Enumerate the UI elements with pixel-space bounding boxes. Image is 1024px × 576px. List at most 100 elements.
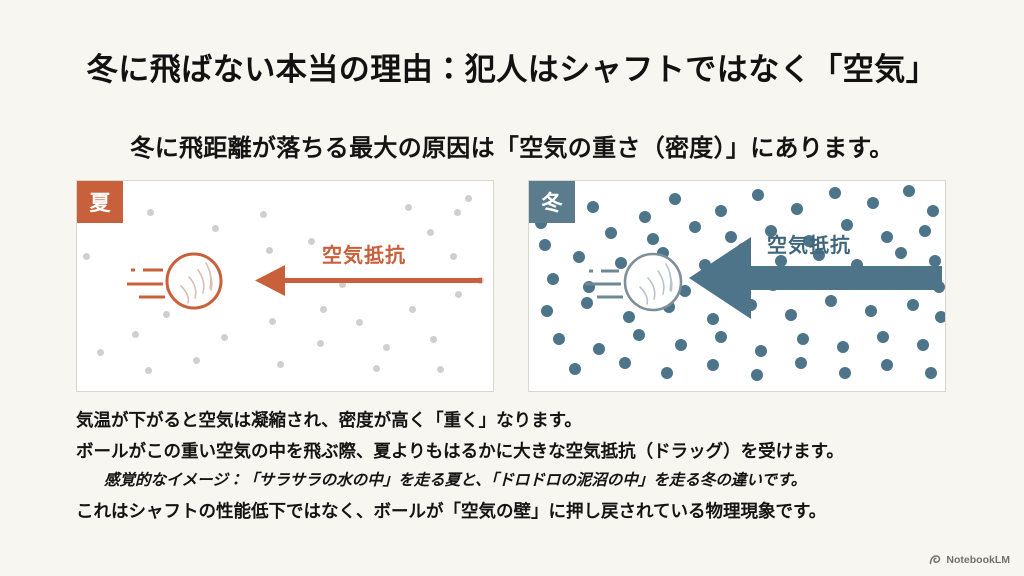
air-particle xyxy=(829,187,841,199)
winter-badge: 冬 xyxy=(529,181,575,223)
air-particle xyxy=(775,255,787,267)
air-particle xyxy=(867,197,879,209)
air-particle xyxy=(795,357,807,369)
air-particle xyxy=(539,239,551,251)
air-particle xyxy=(715,331,727,343)
air-particle xyxy=(541,305,553,317)
page-title: 冬に飛ばない本当の理由：犯人はシャフトではなく「空気」 xyxy=(86,52,938,87)
air-particle xyxy=(132,331,139,338)
air-particle xyxy=(925,367,937,379)
air-particle xyxy=(669,193,681,205)
air-particle xyxy=(639,211,651,223)
air-particle xyxy=(935,311,945,323)
winter-speed-lines xyxy=(585,269,623,299)
air-particle xyxy=(427,229,434,236)
air-particle xyxy=(661,367,673,379)
air-particle xyxy=(689,221,701,233)
air-particle xyxy=(221,334,228,341)
air-particle xyxy=(356,319,363,326)
air-particle xyxy=(751,369,763,381)
air-particle xyxy=(707,359,719,371)
air-particle xyxy=(437,366,444,373)
summer-golf-ball xyxy=(165,252,223,310)
air-particle xyxy=(573,251,585,263)
air-particle xyxy=(825,295,837,307)
air-particle xyxy=(647,233,659,245)
air-particle xyxy=(725,231,737,243)
air-particle xyxy=(877,331,889,343)
air-particle xyxy=(193,357,200,364)
air-particle xyxy=(785,309,797,321)
summer-badge: 夏 xyxy=(77,181,123,223)
air-particle xyxy=(317,340,324,347)
air-particle xyxy=(797,333,809,345)
winter-panel: 冬 空気抵抗 xyxy=(528,180,946,392)
air-particle xyxy=(308,238,315,245)
air-particle xyxy=(841,219,853,231)
air-particle xyxy=(145,367,152,374)
air-particle xyxy=(320,306,327,313)
body-line-2: ボールがこの重い空気の中を飛ぶ際、夏よりもはるかに大きな空気抵抗（ドラッグ）を受… xyxy=(76,440,844,461)
air-particle xyxy=(927,205,939,217)
summer-air-particles xyxy=(77,181,493,391)
air-particle xyxy=(277,361,284,368)
summer-badge-label: 夏 xyxy=(89,192,111,215)
air-particle xyxy=(715,205,727,217)
air-particle xyxy=(837,341,849,353)
air-particle xyxy=(553,333,565,345)
air-particle xyxy=(547,273,559,285)
air-particle xyxy=(895,247,907,259)
winter-golf-ball xyxy=(623,252,683,312)
air-particle xyxy=(587,201,599,213)
air-particle xyxy=(373,365,380,372)
air-particle xyxy=(865,305,877,317)
air-particle xyxy=(405,204,412,211)
air-particle xyxy=(569,363,581,375)
air-particle xyxy=(615,257,627,269)
air-particle xyxy=(791,203,803,215)
body-line-4: これはシャフトの性能低下ではなく、ボールが「空気の壁」に押し戻されている物理現象… xyxy=(76,500,827,521)
air-particle xyxy=(455,291,462,298)
air-particle xyxy=(163,311,170,318)
air-particle xyxy=(919,225,931,237)
air-particle xyxy=(83,253,90,260)
air-particle xyxy=(409,306,416,313)
air-particle xyxy=(633,329,645,341)
air-particle xyxy=(454,209,461,216)
winter-diagram-art xyxy=(585,237,942,319)
air-particle xyxy=(917,339,929,351)
summer-drag-arrow xyxy=(255,265,482,296)
summer-drag-label: 空気抵抗 xyxy=(322,245,406,267)
body-line-1: 気温が下がると空気は凝縮され、密度が高く「重く」なります。 xyxy=(76,410,582,430)
air-particle xyxy=(465,195,472,202)
air-particle xyxy=(623,311,635,323)
winter-badge-label: 冬 xyxy=(541,192,563,215)
air-particle xyxy=(339,281,346,288)
air-particle xyxy=(765,225,777,237)
air-particle xyxy=(907,299,919,311)
body-line-3: 感覚的なイメージ：「サラサラの水の中」を走る夏と、「ドロドロの泥沼の中」を走る冬… xyxy=(104,472,807,489)
summer-speed-lines xyxy=(127,268,165,299)
air-particle xyxy=(679,285,691,297)
air-particle xyxy=(755,345,767,357)
winter-drag-arrow xyxy=(689,237,942,319)
air-particle xyxy=(605,227,617,239)
notebooklm-label: NotebookLM xyxy=(946,554,1010,566)
air-particle xyxy=(881,231,893,243)
air-particle xyxy=(581,297,593,309)
air-particle xyxy=(266,247,273,254)
air-particle xyxy=(97,349,104,356)
air-particle xyxy=(260,211,267,218)
summer-diagram-art xyxy=(127,252,482,310)
air-particle xyxy=(813,249,825,261)
page-subtitle: 冬に飛距離が落ちる最大の原因は「空気の重さ（密度）」にあります。 xyxy=(130,135,894,162)
air-particle xyxy=(269,318,276,325)
air-particle xyxy=(839,367,851,379)
air-particle xyxy=(929,255,941,267)
air-particle xyxy=(707,313,719,325)
air-particle xyxy=(803,235,815,247)
notebooklm-watermark: NotebookLM xyxy=(929,554,1010,566)
air-particle xyxy=(752,189,764,201)
summer-panel: 夏 空気抵抗 xyxy=(76,180,494,392)
